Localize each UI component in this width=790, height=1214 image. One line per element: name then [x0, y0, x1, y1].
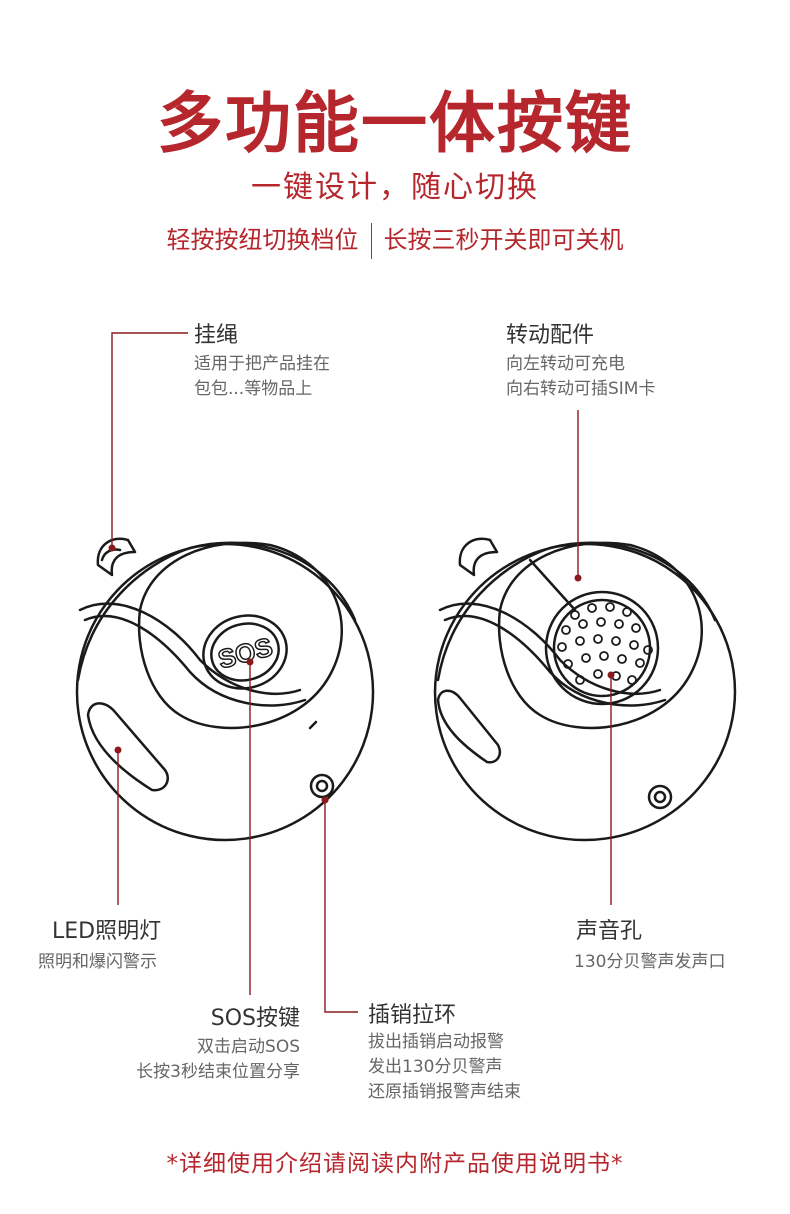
- lanyard-desc: 适用于把产品挂在 包包...等物品上: [194, 354, 330, 399]
- page-title: 多功能一体按键: [157, 85, 633, 162]
- led-strip: [86, 702, 169, 792]
- callout-pin: [324, 800, 358, 1013]
- left-device: [75, 537, 375, 842]
- tagline: 轻按按纽切换档位长按三秒开关即可关机: [0, 220, 790, 259]
- left-device-body: [75, 542, 375, 842]
- speaker-desc: 130分贝警声发声口: [574, 952, 726, 972]
- led-desc: 照明和爆闪警示: [38, 952, 157, 972]
- left-lanyard-loop: [96, 537, 137, 577]
- callout-lines: [111, 332, 612, 1013]
- pin-desc: 拔出插销启动报警 发出130分贝警声 还原插销报警声结束: [368, 1032, 521, 1102]
- pin-port-outer: [309, 773, 335, 799]
- right-port-inner: [653, 790, 667, 804]
- led-label: LED照明灯: [52, 919, 162, 944]
- page-subtitle: 一键设计，随心切换: [251, 170, 539, 205]
- pin-label: 插销拉环: [368, 1003, 457, 1028]
- tagline-right: 长按三秒开关即可关机: [383, 226, 624, 254]
- sos-button-face: [210, 622, 280, 682]
- rotating-part-desc: 向左转动可充电 向右转动可插SIM卡: [506, 354, 656, 399]
- lanyard-label: 挂绳: [194, 323, 239, 348]
- right-device: [433, 537, 737, 842]
- footer-note: *详细使用介绍请阅读内附产品使用说明书*: [166, 1151, 624, 1177]
- right-lanyard-loop: [458, 537, 499, 577]
- sos-desc: 双击启动SOS 长按3秒结束位置分享: [136, 1037, 300, 1082]
- tagline-left: 轻按按纽切换档位: [166, 226, 359, 254]
- right-device-top-cover: [497, 541, 703, 730]
- callout-lanyard: [111, 332, 188, 548]
- right-port-outer: [647, 784, 673, 810]
- rotating-part-label: 转动配件: [506, 323, 595, 348]
- speaker-label: 声音孔: [576, 919, 643, 944]
- pin-port-inner: [315, 779, 329, 793]
- callout-dots: [108, 544, 615, 804]
- left-device-top-cover: [137, 541, 343, 730]
- sos-button-text: SOS: [215, 631, 276, 674]
- speaker-grille-inner: [552, 598, 652, 698]
- tagline-divider: [370, 223, 372, 259]
- speaker-grille-outer: [544, 590, 660, 706]
- sos-label: SOS按键: [210, 1006, 300, 1031]
- sos-button-ring: [202, 614, 288, 690]
